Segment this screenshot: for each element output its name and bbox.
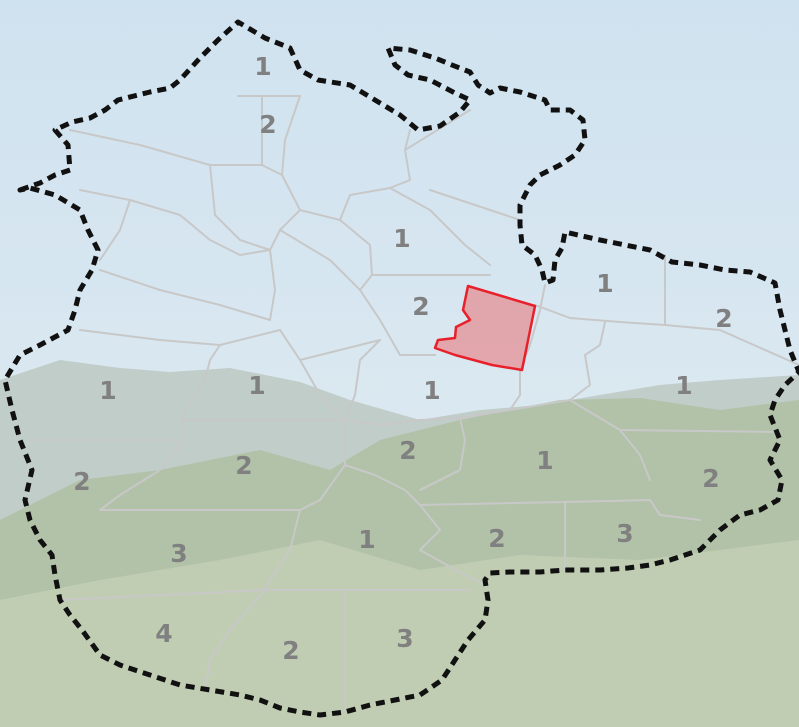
region-label: 2: [715, 304, 732, 333]
region-label: 1: [254, 52, 271, 81]
region-labels: 1 2 1 2 1 2 1 1 1 1 2 2 2 1 2 3 1 2 3 4 …: [73, 52, 732, 665]
region-label: 1: [99, 376, 116, 405]
outer-boundary: [2, 19, 799, 718]
region-label: 1: [536, 446, 553, 475]
region-label: 3: [170, 539, 187, 568]
region-label: 1: [393, 224, 410, 253]
forest-foreground: [0, 540, 799, 727]
region-label: 1: [358, 525, 375, 554]
region-label: 2: [73, 467, 90, 496]
region-label: 1: [596, 269, 613, 298]
region-label: 2: [702, 464, 719, 493]
district-boundaries: [29, 95, 799, 711]
region-label: 3: [396, 624, 413, 653]
region-label: 1: [423, 376, 440, 405]
region-label: 1: [248, 371, 265, 400]
region-label: 2: [235, 451, 252, 480]
region-label: 2: [488, 524, 505, 553]
region-label: 2: [282, 636, 299, 665]
region-label: 4: [155, 619, 172, 648]
region-label: 2: [259, 110, 276, 139]
region-label: 1: [675, 371, 692, 400]
selected-district[interactable]: [433, 284, 537, 372]
region-label: 2: [399, 436, 416, 465]
region-label: 3: [616, 519, 633, 548]
region-label: 2: [412, 292, 429, 321]
